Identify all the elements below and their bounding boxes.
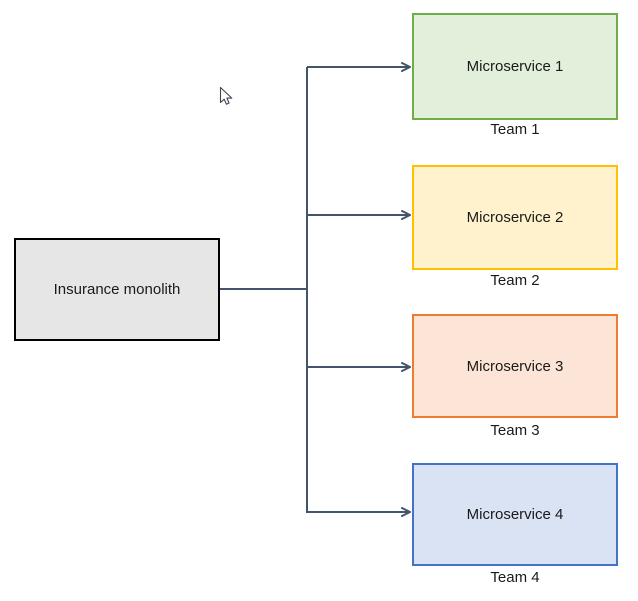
team-2-label: Team 2 bbox=[490, 272, 540, 289]
microservice-4-node[interactable]: Microservice 4 bbox=[412, 463, 618, 566]
microservice-1-label: Microservice 1 bbox=[466, 58, 564, 75]
team-3-label: Team 3 bbox=[490, 422, 540, 439]
team-4-label: Team 4 bbox=[490, 569, 540, 586]
microservice-3-node[interactable]: Microservice 3 bbox=[412, 314, 618, 418]
microservice-1-node[interactable]: Microservice 1 bbox=[412, 13, 618, 120]
microservice-3-label: Microservice 3 bbox=[466, 357, 564, 375]
microservice-4-label: Microservice 4 bbox=[466, 506, 564, 523]
monolith-label: Insurance monolith bbox=[53, 281, 181, 298]
microservice-2-label: Microservice 2 bbox=[466, 209, 564, 226]
microservice-2-node[interactable]: Microservice 2 bbox=[412, 165, 618, 270]
team-1-label: Team 1 bbox=[490, 121, 540, 138]
monolith-node[interactable]: Insurance monolith bbox=[14, 238, 220, 341]
